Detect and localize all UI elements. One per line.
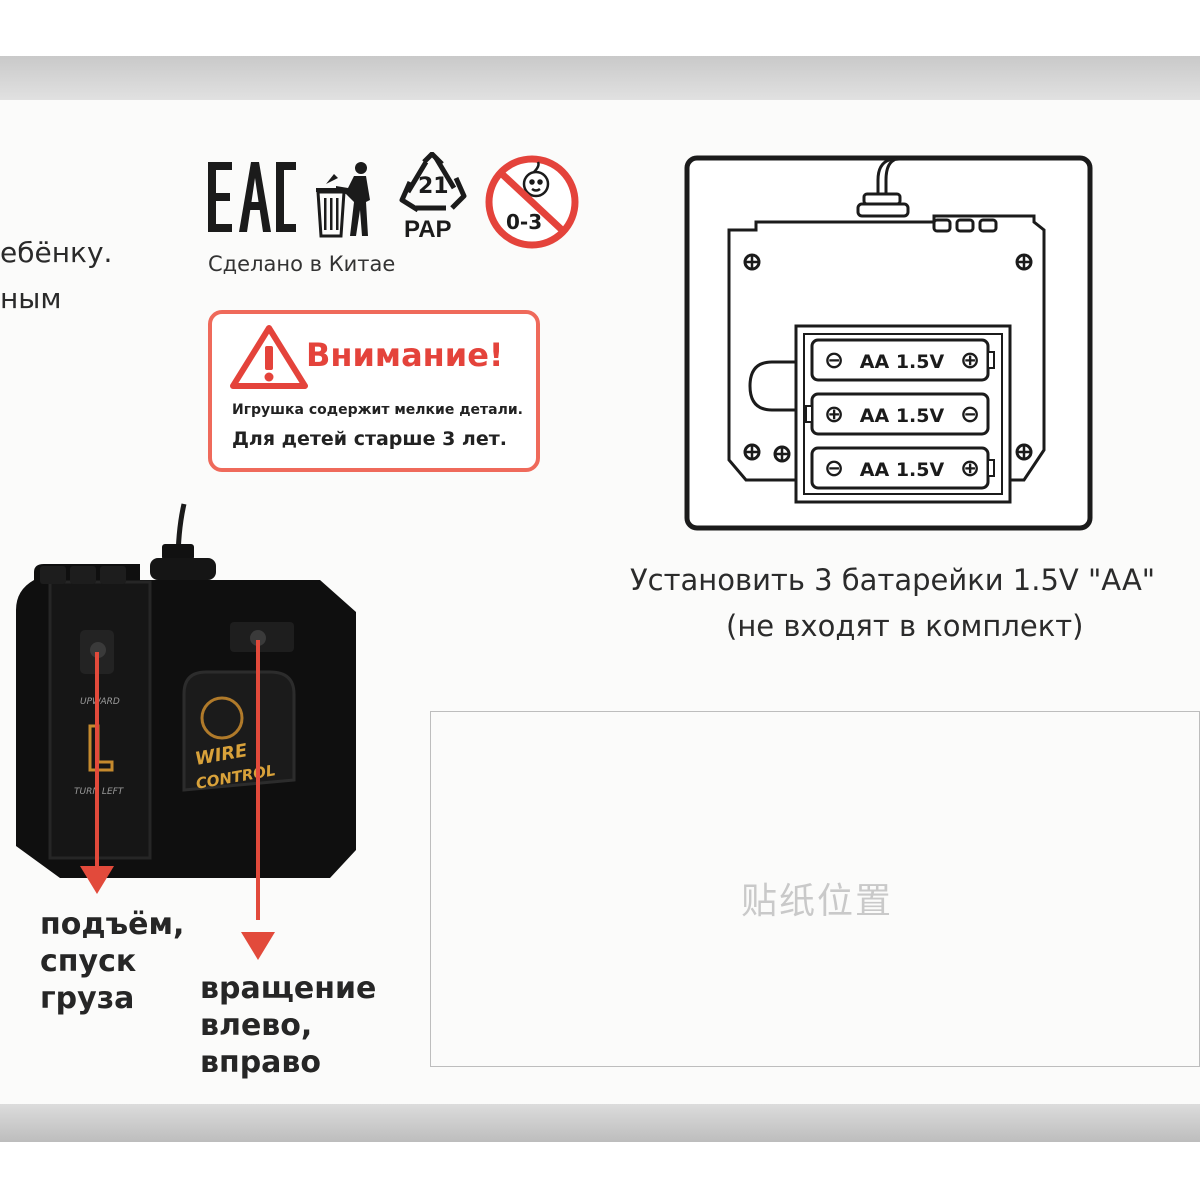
turn-left-label: TURN LEFT — [74, 787, 125, 797]
baby-face-icon — [485, 155, 579, 249]
battery-polarity-left: ⊖ — [824, 454, 844, 482]
wire-controller: WIRE CONTROL UPWARD TURN LEFT — [16, 503, 356, 920]
battery-cells: ⊖ AA 1.5V ⊕ ⊕ AA 1.5V ⊖ ⊖ AA 1.5V ⊕ — [805, 338, 995, 490]
warning-small-parts: Игрушка содержит мелкие детали. — [232, 402, 523, 418]
battery-instruction: Установить 3 батарейки 1.5V "AA" — [630, 563, 1156, 597]
rotation-line-1: вращение — [200, 971, 377, 1006]
made-in-label: Сделано в Китае — [208, 252, 396, 276]
eac-mark-icon — [208, 162, 296, 232]
sticker-area-label: 贴纸位置 — [741, 881, 894, 922]
age-restriction-icon: 0-3 — [484, 154, 580, 250]
rotation-line-2: влево, — [200, 1008, 313, 1043]
recycle-icon: 21 PAP — [396, 151, 468, 244]
rotation-arrow-head — [241, 932, 275, 960]
recycle-code: PAP — [404, 216, 452, 243]
no-trash-bin-icon — [316, 162, 370, 238]
battery-label: AA 1.5V — [860, 405, 945, 427]
battery-polarity-left: ⊕ — [824, 400, 844, 428]
warning-triangle-icon — [230, 325, 308, 389]
photo-edge-bottom — [0, 1104, 1200, 1142]
sticker-area: 贴纸位置 — [430, 711, 1200, 1067]
age-range: 0-3 — [506, 210, 543, 234]
battery-polarity-right: ⊖ — [960, 400, 980, 428]
lift-lower-line-2: спуск — [40, 944, 137, 979]
rotation-line-3: вправо — [200, 1045, 322, 1080]
cut-off-text-line-1: ебёнку. — [0, 236, 113, 269]
rotation-label: вращение влево, вправо — [200, 970, 376, 1081]
battery-polarity-right: ⊕ — [960, 346, 980, 374]
warning-box: Внимание! Игрушка содержит мелкие детали… — [208, 310, 540, 472]
battery-terminal — [987, 351, 995, 369]
lift-lower-line-3: груза — [40, 981, 135, 1016]
photo-edge-top — [0, 56, 1200, 102]
lift-lower-line-1: подъём, — [40, 907, 185, 942]
battery-terminal — [987, 459, 995, 477]
recycle-triangle-icon — [399, 151, 467, 213]
recycle-number: 21 — [418, 174, 449, 199]
battery-polarity-right: ⊕ — [960, 454, 980, 482]
battery-label: AA 1.5V — [860, 351, 945, 373]
warning-age: Для детей старше 3 лет. — [232, 428, 507, 450]
battery-polarity-left: ⊖ — [824, 346, 844, 374]
cut-off-text-line-2: ным — [0, 282, 62, 315]
battery-label: AA 1.5V — [860, 459, 945, 481]
battery-compartment-diagram: ⊖ AA 1.5V ⊕ ⊕ AA 1.5V ⊖ ⊖ AA 1.5V ⊕ — [684, 155, 1093, 531]
warning-title: Внимание! — [306, 336, 504, 374]
battery-terminal — [805, 405, 813, 423]
battery-not-included: (не входят в комплект) — [726, 609, 1084, 643]
upward-label: UPWARD — [80, 697, 120, 707]
lift-lower-label: подъём, спуск груза — [40, 906, 184, 1017]
